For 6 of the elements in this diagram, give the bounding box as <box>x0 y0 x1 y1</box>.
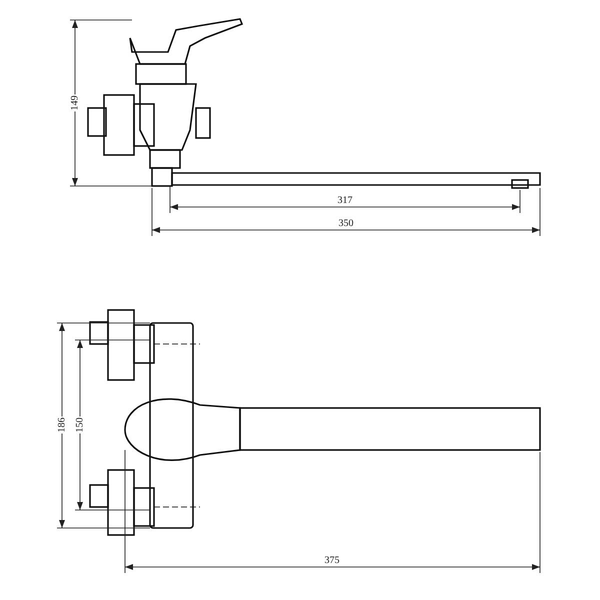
dimension-value: 186 <box>57 416 67 434</box>
dimension-value: 375 <box>324 556 340 566</box>
dimension-value: 150 <box>75 416 85 434</box>
dimension-value: 317 <box>336 196 354 206</box>
dimension-value: 350 <box>338 219 354 229</box>
dimension-value: 149 <box>70 94 80 112</box>
